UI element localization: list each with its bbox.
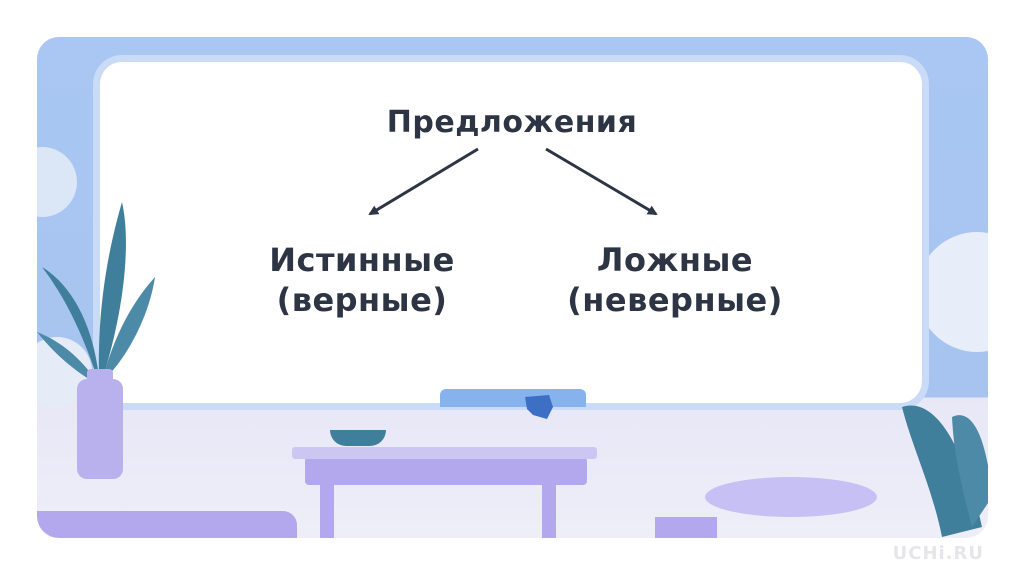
node-true: Истинные (верные) xyxy=(232,240,492,320)
node-false-line1: Ложные xyxy=(545,240,805,280)
node-true-line1: Истинные xyxy=(232,240,492,280)
node-true-line2: (верные) xyxy=(232,280,492,320)
node-false-line2: (неверные) xyxy=(545,280,805,320)
root-node: Предложения xyxy=(0,105,1024,140)
arrow-to-false xyxy=(546,149,656,214)
node-false: Ложные (неверные) xyxy=(545,240,805,320)
arrow-to-true xyxy=(370,149,478,214)
watermark: UCHi.RU xyxy=(893,543,984,564)
